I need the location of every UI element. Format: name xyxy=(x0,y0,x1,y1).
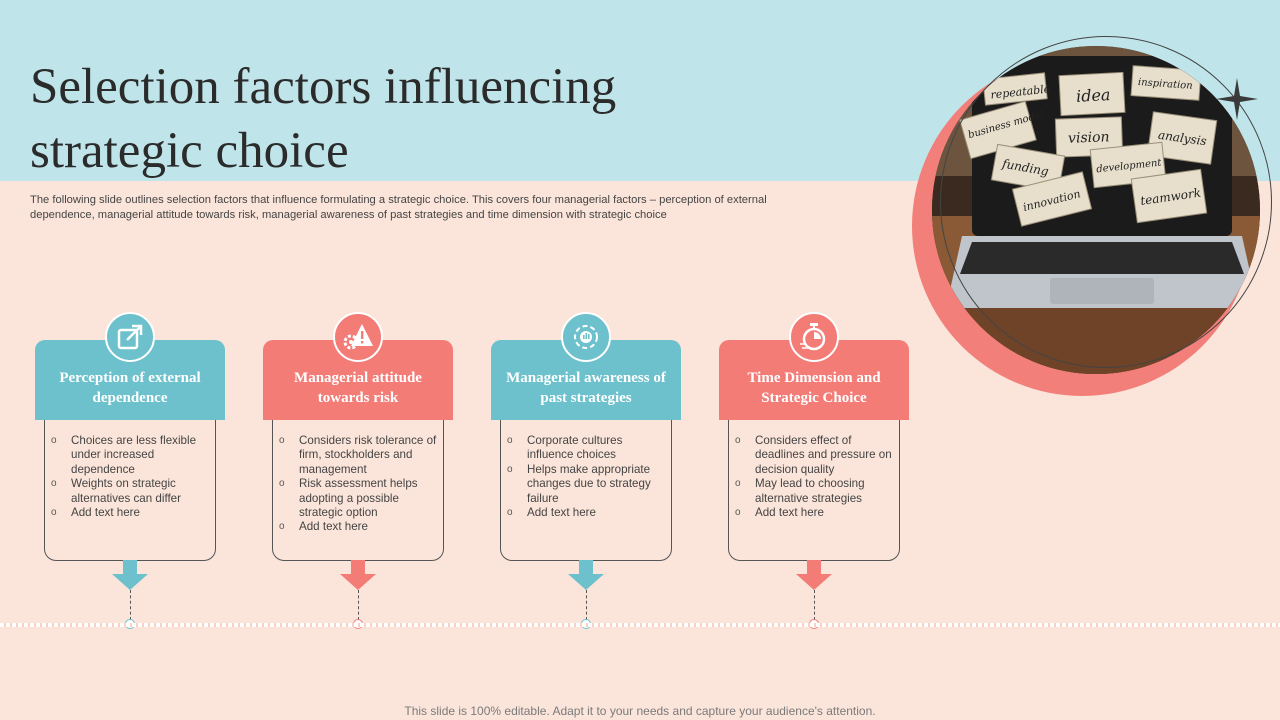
connector-line xyxy=(586,590,587,620)
timeline-line xyxy=(0,623,1280,627)
card-body: Corporate cultures influence choices Hel… xyxy=(500,420,672,561)
card-header: Time Dimension and Strategic Choice xyxy=(719,340,909,420)
card-body: Choices are less flexible under increase… xyxy=(44,420,216,561)
factor-card-attitude-risk: Managerial attitude towards risk Conside… xyxy=(263,312,453,629)
arrow-down-icon xyxy=(112,560,148,590)
strategy-cycle-icon xyxy=(561,312,611,362)
list-item: Risk assessment helps adopting a possibl… xyxy=(279,477,437,520)
list-item: Add text here xyxy=(735,506,893,521)
photo-outline-ring xyxy=(940,36,1272,368)
sparkle-icon xyxy=(1216,78,1258,120)
card-body: Considers effect of deadlines and pressu… xyxy=(728,420,900,561)
list-item: Choices are less flexible under increase… xyxy=(51,434,209,477)
list-item: Considers risk tolerance of firm, stockh… xyxy=(279,434,437,477)
factor-card-past-strategies: Managerial awareness of past strategies … xyxy=(491,312,681,629)
stopwatch-icon xyxy=(789,312,839,362)
page-title: Selection factors influencing strategic … xyxy=(30,59,617,179)
card-heading: Managerial attitude towards risk xyxy=(294,370,422,406)
risk-warning-icon xyxy=(333,312,383,362)
list-item: Add text here xyxy=(507,506,665,521)
card-heading: Managerial awareness of past strategies xyxy=(506,370,666,406)
footer-note: This slide is 100% editable. Adapt it to… xyxy=(404,704,876,718)
factor-card-time-dimension: Time Dimension and Strategic Choice Cons… xyxy=(719,312,909,629)
list-item: Add text here xyxy=(51,506,209,521)
arrow-down-icon xyxy=(568,560,604,590)
slide-description: The following slide outlines selection f… xyxy=(30,194,767,221)
list-item: Corporate cultures influence choices xyxy=(507,434,665,463)
list-item: Add text here xyxy=(279,520,437,535)
list-item: Helps make appropriate changes due to st… xyxy=(507,463,665,506)
card-body: Considers risk tolerance of firm, stockh… xyxy=(272,420,444,561)
connector-line xyxy=(130,590,131,620)
card-heading: Perception of external dependence xyxy=(59,370,201,406)
list-item: Weights on strategic alternatives can di… xyxy=(51,477,209,506)
connector-line xyxy=(358,590,359,620)
card-heading: Time Dimension and Strategic Choice xyxy=(747,370,881,406)
factor-card-external-dependence: Perception of external dependence Choice… xyxy=(35,312,225,629)
list-item: May lead to choosing alternative strateg… xyxy=(735,477,893,506)
connector-line xyxy=(814,590,815,620)
external-link-icon xyxy=(105,312,155,362)
arrow-down-icon xyxy=(796,560,832,590)
arrow-down-icon xyxy=(340,560,376,590)
list-item: Considers effect of deadlines and pressu… xyxy=(735,434,893,477)
